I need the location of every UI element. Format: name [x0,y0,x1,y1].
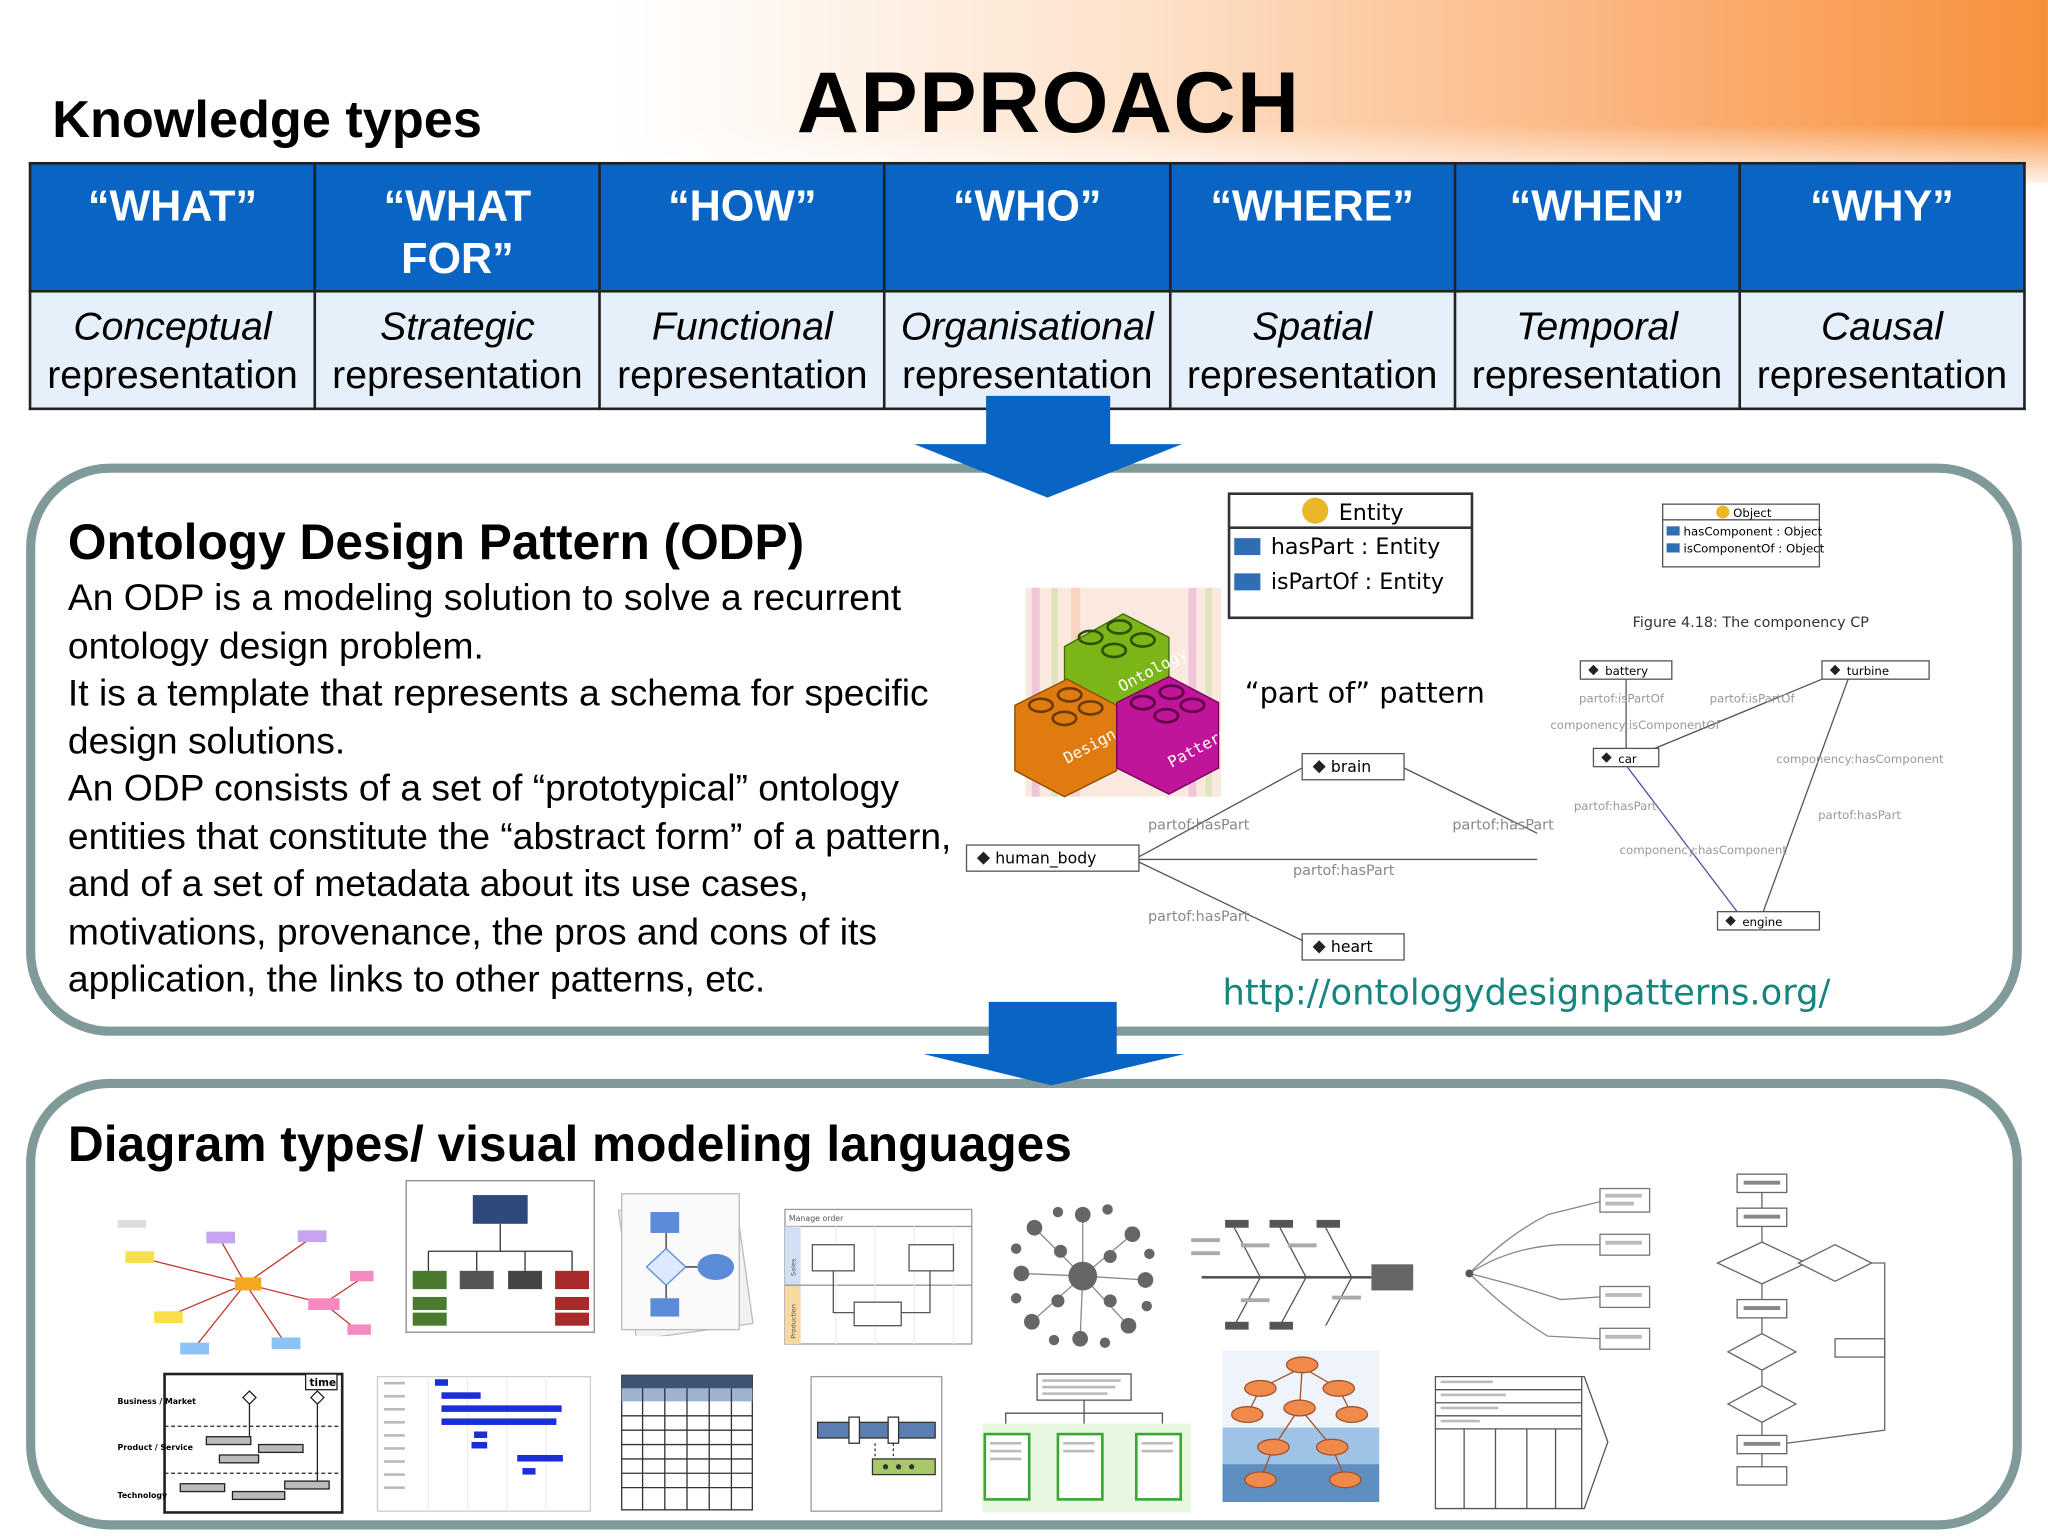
svg-text:Manage order: Manage order [789,1214,844,1223]
header-cell-when: “WHEN” [1453,161,1741,293]
diagram-types-title: Diagram types/ visual modeling languages [67,1118,1072,1173]
svg-text:componency:hasComponent: componency:hasComponent [1620,843,1788,857]
svg-text:partof:hasPart: partof:hasPart [1818,808,1901,822]
odp-paragraph: An ODP consists of a set of “prototypica… [67,767,952,1001]
svg-text:partof:hasPart: partof:hasPart [1574,799,1657,813]
decision-tree-thumbnail [1465,1187,1651,1350]
svg-text:Business / Market: Business / Market [118,1397,197,1406]
svg-text:engine: engine [1742,915,1782,929]
header-cell-what-for: “WHAT FOR” [313,161,602,293]
process-flowchart-thumbnail [1715,1173,1886,1486]
value-chain-thumbnail [1434,1375,1609,1510]
svg-text:hasComponent : Object: hasComponent : Object [1684,525,1823,539]
odp-description: An ODP is a modeling solution to solve a… [68,575,1008,1004]
fishbone-thumbnail [1191,1219,1414,1330]
table-grid-thumbnail [621,1374,753,1511]
header-cell-why: “WHY” [1738,161,2026,293]
svg-text:Technology: Technology [118,1491,168,1500]
svg-text:isPartOf : Entity: isPartOf : Entity [1271,569,1444,595]
question-row: “WHAT” “WHAT FOR” “HOW” “WHO” “WHERE” “W… [28,161,2026,293]
svg-text:Product / Service: Product / Service [118,1443,193,1452]
header-cell-where: “WHERE” [1168,161,1456,293]
svg-text:isComponentOf : Object: isComponentOf : Object [1684,541,1825,555]
knowledge-types-table: “WHAT” “WHAT FOR” “HOW” “WHO” “WHERE” “W… [28,161,2026,411]
odp-paragraph: It is a template that represents a schem… [67,672,929,763]
header-cell-who: “WHO” [883,161,1172,293]
header-cell-what: “WHAT” [28,161,317,293]
svg-text:human_body: human_body [995,848,1096,868]
svg-text:turbine: turbine [1847,664,1889,678]
svg-text:partof:isPartOf: partof:isPartOf [1710,692,1796,706]
partof-graph: brain human_body heart partof:hasPart pa… [965,752,1554,961]
pattern-caption: “part of” pattern [1245,676,1485,710]
svg-text:componency:hasComponent: componency:hasComponent [1776,752,1944,766]
odp-title: Ontology Design Pattern (ODP) [67,515,805,571]
page-title: APPROACH [796,53,1301,151]
svg-text:brain: brain [1331,757,1371,776]
concept-tree-thumbnail [982,1373,1192,1513]
org-chart-thumbnail [405,1180,595,1333]
svg-text:partof:hasPart: partof:hasPart [1148,817,1250,833]
svg-text:Sales: Sales [789,1258,797,1276]
block-diagram-thumbnail [810,1375,943,1512]
gantt-chart-thumbnail [376,1375,592,1512]
svg-text:car: car [1618,752,1637,766]
swimlane-thumbnail: Manage order Sales Production [784,1208,973,1345]
svg-text:partof:hasPart: partof:hasPart [1148,909,1250,925]
odp-website-link[interactable]: http://ontologydesignpatterns.org/ [1222,973,1831,1014]
svg-text:partof:isPartOf: partof:isPartOf [1579,692,1665,706]
svg-text:Figure 4.18: The componency CP: Figure 4.18: The componency CP [1633,615,1870,631]
network-thumbnail [1010,1204,1155,1348]
header-cell-how: “HOW” [598,161,887,293]
layered-concept-map-thumbnail [1222,1350,1380,1503]
svg-text:componency:isComponentOf: componency:isComponentOf [1550,718,1720,732]
odp-paragraph: An ODP is a modeling solution to solve a… [67,577,902,667]
svg-text:hasPart : Entity: hasPart : Entity [1271,534,1440,560]
svg-text:partof:hasPart: partof:hasPart [1293,863,1395,879]
down-arrow-icon [923,1001,1185,1086]
entity-class-box: Entity hasPart : Entity isPartOf : Entit… [1227,492,1474,620]
componency-graph: battery turbine car engine partof:isPart… [1550,660,1944,931]
svg-text:battery: battery [1605,664,1648,678]
svg-text:Entity: Entity [1339,500,1404,526]
svg-text:heart: heart [1331,937,1373,956]
roadmap-thumbnail: time Business / Market Product / Service… [118,1372,344,1514]
down-arrow-icon [914,395,1183,498]
svg-text:partof:hasPart: partof:hasPart [1452,817,1554,833]
svg-text:Object: Object [1733,506,1772,520]
mind-map-thumbnail [117,1219,374,1355]
knowledge-types-title: Knowledge types [52,91,482,149]
svg-text:Production: Production [789,1304,797,1339]
odp-logo: Ontology Design Patterns [1014,587,1240,798]
object-class-box: Object hasComponent : Object isComponent… [1633,503,1870,631]
odp-figure: Ontology Design Patterns Entity hasPart … [965,492,1944,961]
flowchart-document-thumbnail [617,1193,754,1337]
svg-text:time: time [310,1377,337,1389]
